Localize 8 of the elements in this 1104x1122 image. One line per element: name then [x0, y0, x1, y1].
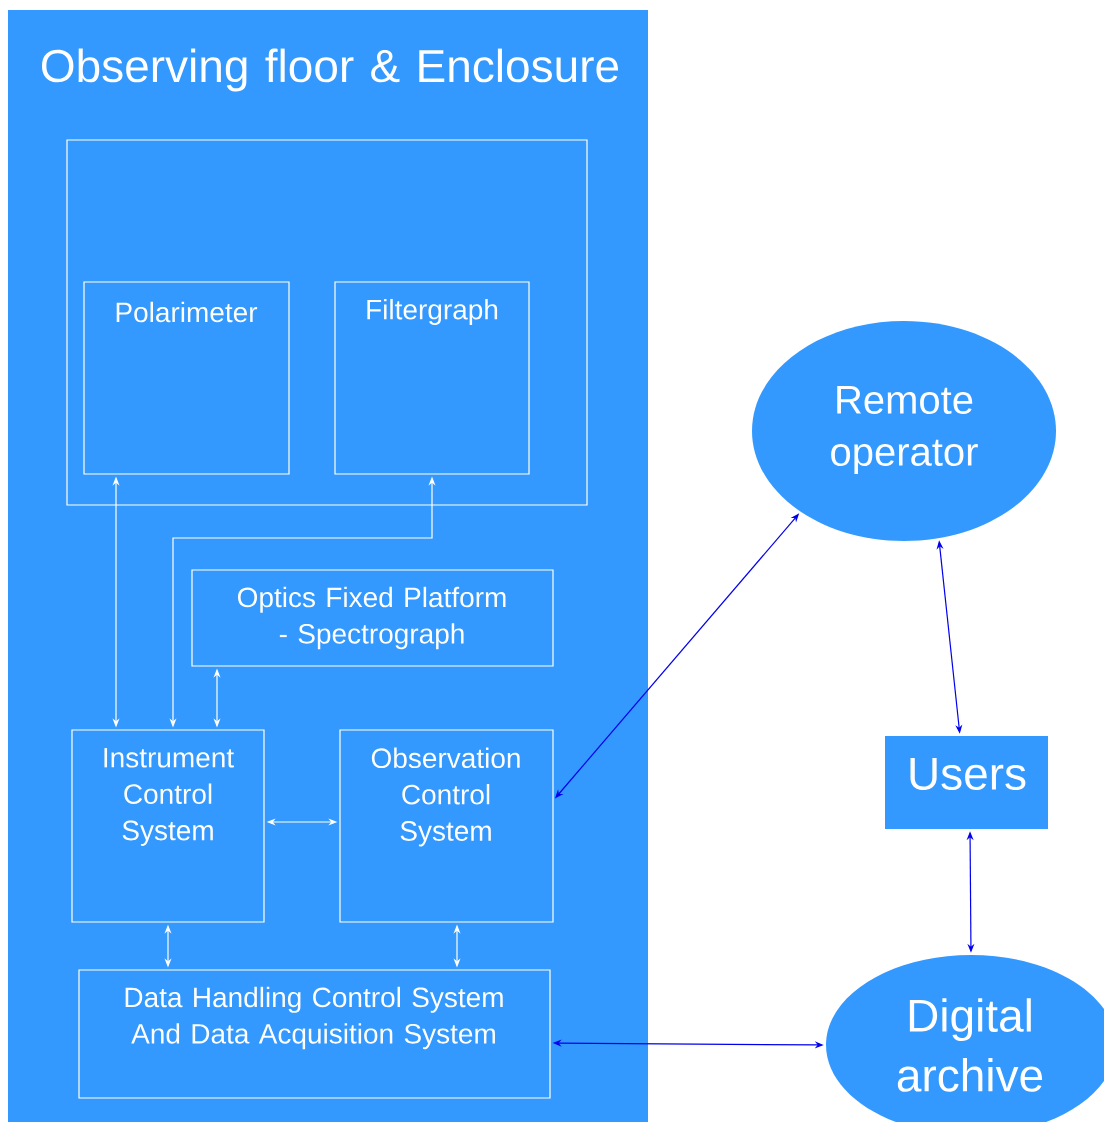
users-box: Users — [885, 736, 1048, 829]
process-box: Optics Fixed Platform - Spectrograph — [191, 569, 554, 667]
instrument-box — [66, 139, 588, 506]
process-box: Polarimeter — [83, 281, 290, 475]
process-box: Instrument Control System — [71, 729, 265, 923]
process-box: Data Handling Control System And Data Acquisition System — [78, 969, 551, 1099]
process-box: Observation Control System — [339, 729, 554, 923]
process-box: Filtergraph — [334, 281, 530, 475]
